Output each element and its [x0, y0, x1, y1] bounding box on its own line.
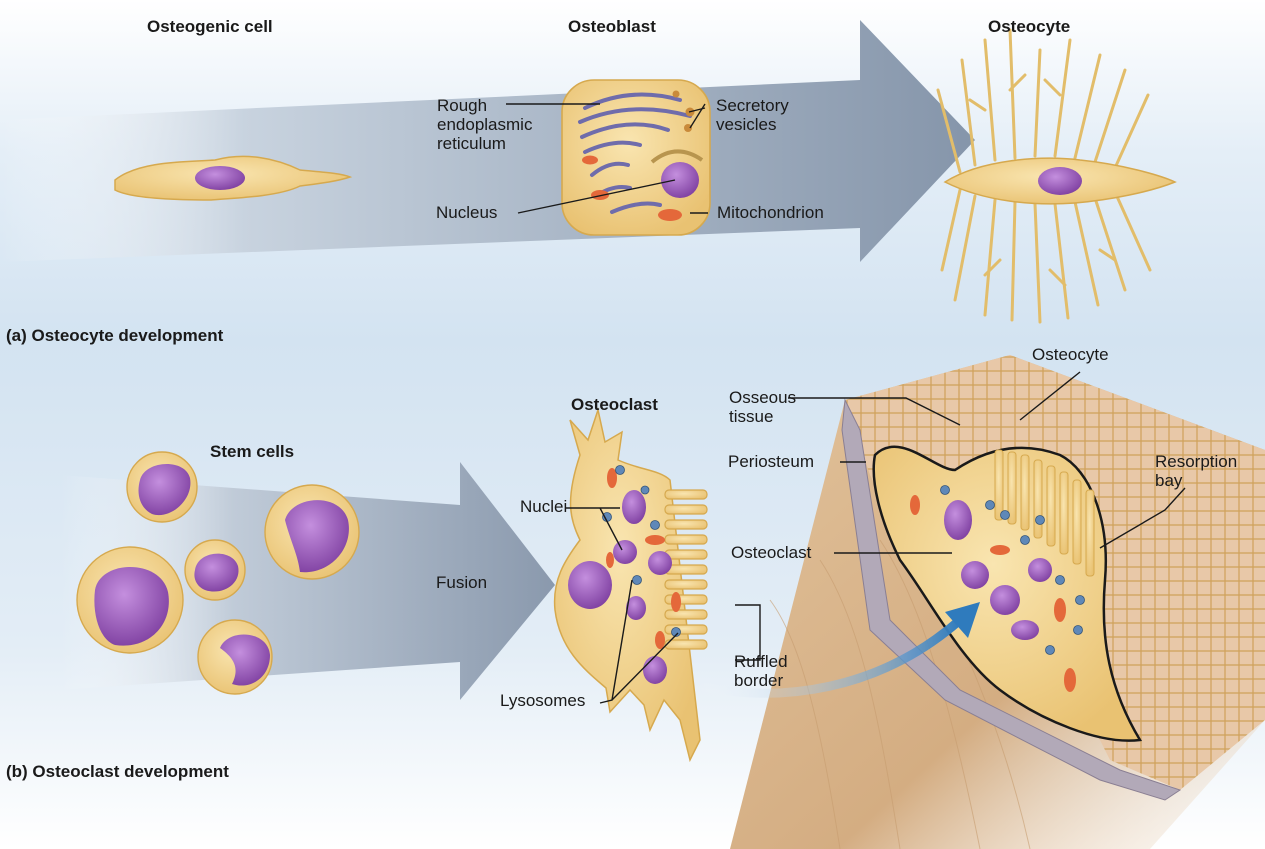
label-osteoclast-inset: Osteoclast	[731, 543, 811, 562]
stage-label-osteoblast: Osteoblast	[568, 17, 656, 36]
label-rough-er: Rough endoplasmic reticulum	[437, 96, 532, 153]
stem-cell	[265, 485, 359, 579]
caption-panel-b: (b) Osteoclast development	[6, 762, 229, 781]
label-nucleus: Nucleus	[436, 203, 497, 222]
title-osteoclast: Osteoclast	[571, 395, 658, 414]
osteoblast-cell	[562, 80, 710, 235]
stage-label-osteocyte: Osteocyte	[988, 17, 1070, 36]
osteogenic-nucleus	[195, 166, 245, 190]
label-osteocyte-inset: Osteocyte	[1032, 345, 1109, 364]
osteoblast-nucleus	[661, 162, 699, 198]
label-ruffled-border: Ruffled border	[734, 652, 788, 690]
label-fusion: Fusion	[436, 573, 487, 592]
stem-cell	[198, 620, 272, 694]
stem-cell	[77, 547, 183, 653]
stage-label-osteogenic-cell: Osteogenic cell	[147, 17, 273, 36]
ruffled-border-fingers	[665, 490, 707, 649]
stem-cell	[185, 540, 245, 600]
title-stem-cells: Stem cells	[210, 442, 294, 461]
label-lysosomes: Lysosomes	[500, 691, 585, 710]
osteocyte-nucleus	[1038, 167, 1082, 195]
label-periosteum: Periosteum	[728, 452, 814, 471]
label-secretory-vesicles: Secretory vesicles	[716, 96, 789, 134]
label-mitochondrion: Mitochondrion	[717, 203, 824, 222]
caption-panel-a: (a) Osteocyte development	[6, 326, 223, 345]
label-osseous-tissue: Osseous tissue	[729, 388, 796, 426]
label-nuclei: Nuclei	[520, 497, 567, 516]
stem-cell	[127, 452, 197, 522]
label-resorption-bay: Resorption bay	[1155, 452, 1237, 490]
